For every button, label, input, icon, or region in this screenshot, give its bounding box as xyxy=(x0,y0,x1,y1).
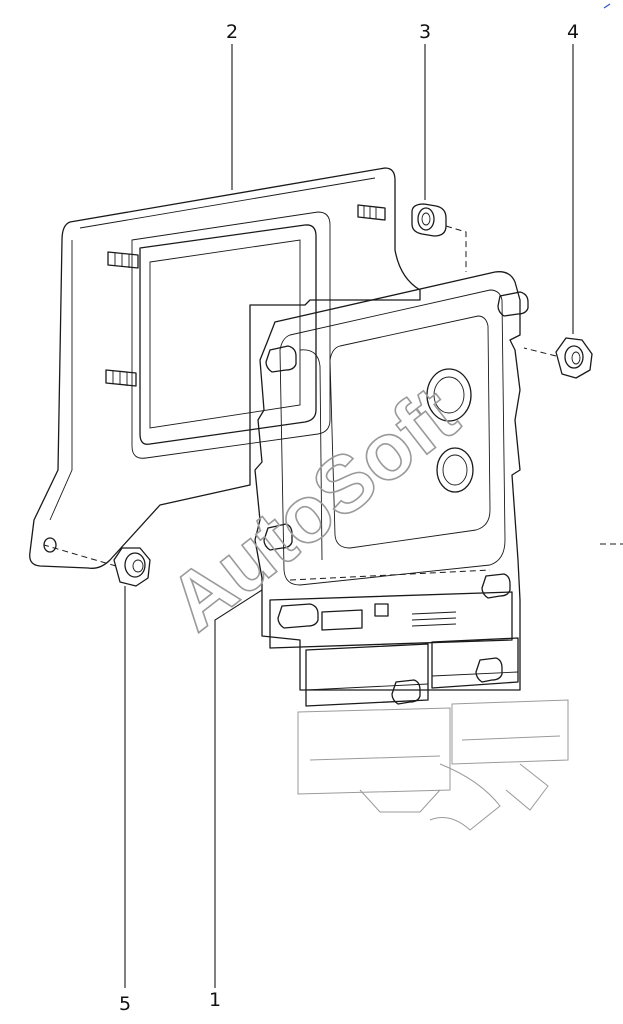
stud-upper-right xyxy=(357,204,386,221)
leader-lines xyxy=(124,44,574,988)
engine-control-unit xyxy=(254,271,529,707)
stud-lower-left xyxy=(105,369,137,387)
harness-connectors-ghost xyxy=(297,699,569,831)
corner-mark xyxy=(603,3,611,9)
stud-upper-left xyxy=(107,251,139,269)
callout-3: 3 xyxy=(419,21,431,43)
nut-left xyxy=(113,547,151,587)
callout-1: 1 xyxy=(209,989,221,1011)
nut-right xyxy=(555,337,593,379)
spacer-bush xyxy=(411,203,447,237)
callout-4: 4 xyxy=(567,21,579,43)
assembly-lines xyxy=(43,225,623,567)
callout-2: 2 xyxy=(226,21,238,43)
callout-5: 5 xyxy=(119,993,131,1015)
